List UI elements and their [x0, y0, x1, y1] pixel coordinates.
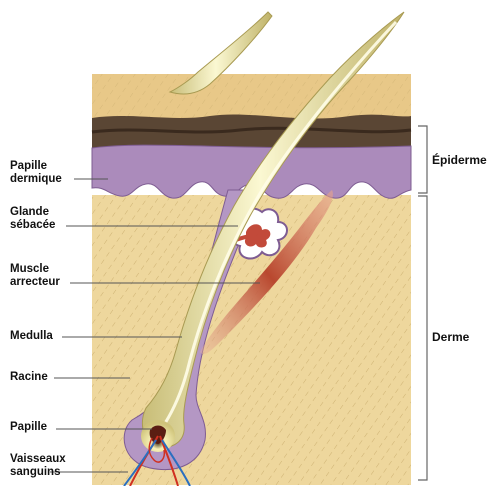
- label-papille: Papille: [10, 421, 47, 434]
- label-glande-sebacee: Glande sébacée: [10, 206, 55, 232]
- label-papille-dermique: Papille dermique: [10, 160, 62, 186]
- label-derme: Derme: [432, 331, 469, 344]
- label-muscle-arrecteur: Muscle arrecteur: [10, 263, 60, 289]
- label-medulla: Medulla: [10, 330, 53, 343]
- label-racine: Racine: [10, 371, 48, 384]
- label-vaisseaux-sanguins: Vaisseaux sanguins: [10, 453, 66, 479]
- layer-brackets: [418, 126, 427, 480]
- label-epiderme: Épiderme: [432, 154, 487, 167]
